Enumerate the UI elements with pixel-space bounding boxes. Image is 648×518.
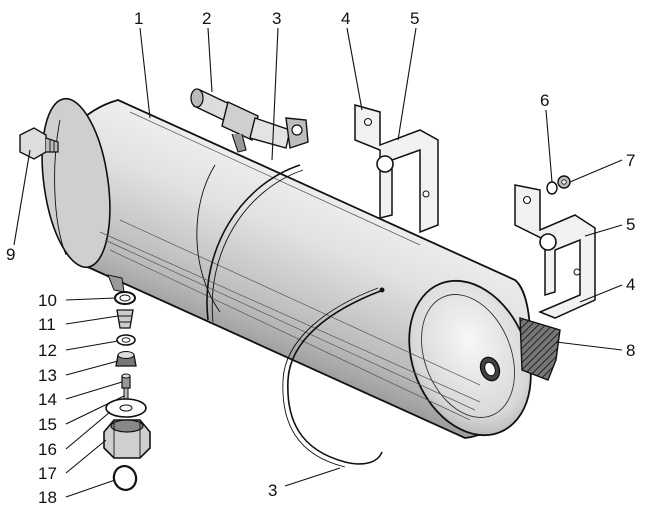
callout-5: 5 [410,9,419,28]
callout-4: 4 [341,9,350,28]
callout-10: 10 [38,291,57,310]
callout-17: 17 [38,464,57,483]
callout-3: 3 [272,9,281,28]
air-tank [41,97,532,439]
callout-16: 16 [38,440,57,459]
callout-15: 15 [38,415,57,434]
callout-8: 8 [626,341,635,360]
leader-lines [13,27,623,498]
callout-11: 11 [38,315,56,334]
callout-3b: 3 [268,481,277,500]
callout-labels: 1 2 3 4 5 6 7 3 9 10 11 12 13 14 15 16 1… [6,9,635,507]
callout-18: 18 [38,488,57,507]
callout-14: 14 [38,390,57,409]
rubber-pad [519,317,561,381]
mounting-strap [206,164,385,468]
rear-bracket [354,104,439,234]
callout-1: 1 [134,9,143,28]
callout-4b: 4 [626,275,635,294]
callout-12: 12 [38,341,57,360]
tee-fitting [190,88,309,153]
callout-2: 2 [202,9,211,28]
tank-shading [99,111,481,421]
callout-13: 13 [38,366,57,385]
callout-5b: 5 [626,215,635,234]
drain-plug-rear [19,127,59,160]
drain-valve-stack [103,291,151,491]
front-bracket [514,175,596,319]
callout-7: 7 [626,151,635,170]
callout-6: 6 [540,91,549,110]
callout-9: 9 [6,245,15,264]
